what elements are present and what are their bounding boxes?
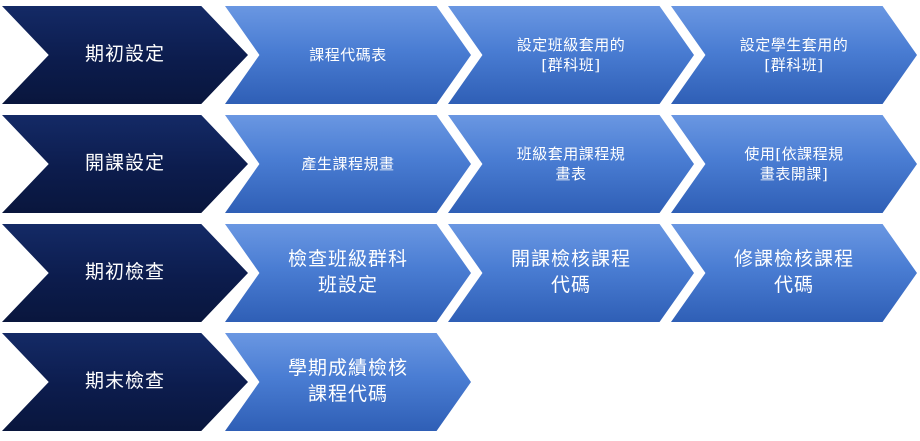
step-chevron-1-3: 設定學生套用的 [群科班]: [671, 6, 917, 104]
step-chevron-3-1: 檢查班級群科 班設定: [225, 224, 471, 322]
step-chevron-3-2: 開課檢核課程 代碼: [448, 224, 694, 322]
step-chevron-4-1: 學期成績檢核 課程代碼: [225, 333, 471, 431]
step-chevron-1-1: 課程代碼表: [225, 6, 471, 104]
step-chevron-2-2: 班級套用課程規 畫表: [448, 115, 694, 213]
step-chevron-3-3: 修課檢核課程 代碼: [671, 224, 917, 322]
step-chevron-2-3: 使用[依課程規 畫表開課]: [671, 115, 917, 213]
stage-chevron-4: 期末檢查: [2, 333, 248, 431]
stage-chevron-2: 開課設定: [2, 115, 248, 213]
stage-chevron-3: 期初檢查: [2, 224, 248, 322]
step-chevron-1-2: 設定班級套用的 [群科班]: [448, 6, 694, 104]
step-chevron-2-1: 產生課程規畫: [225, 115, 471, 213]
stage-chevron-1: 期初設定: [2, 6, 248, 104]
